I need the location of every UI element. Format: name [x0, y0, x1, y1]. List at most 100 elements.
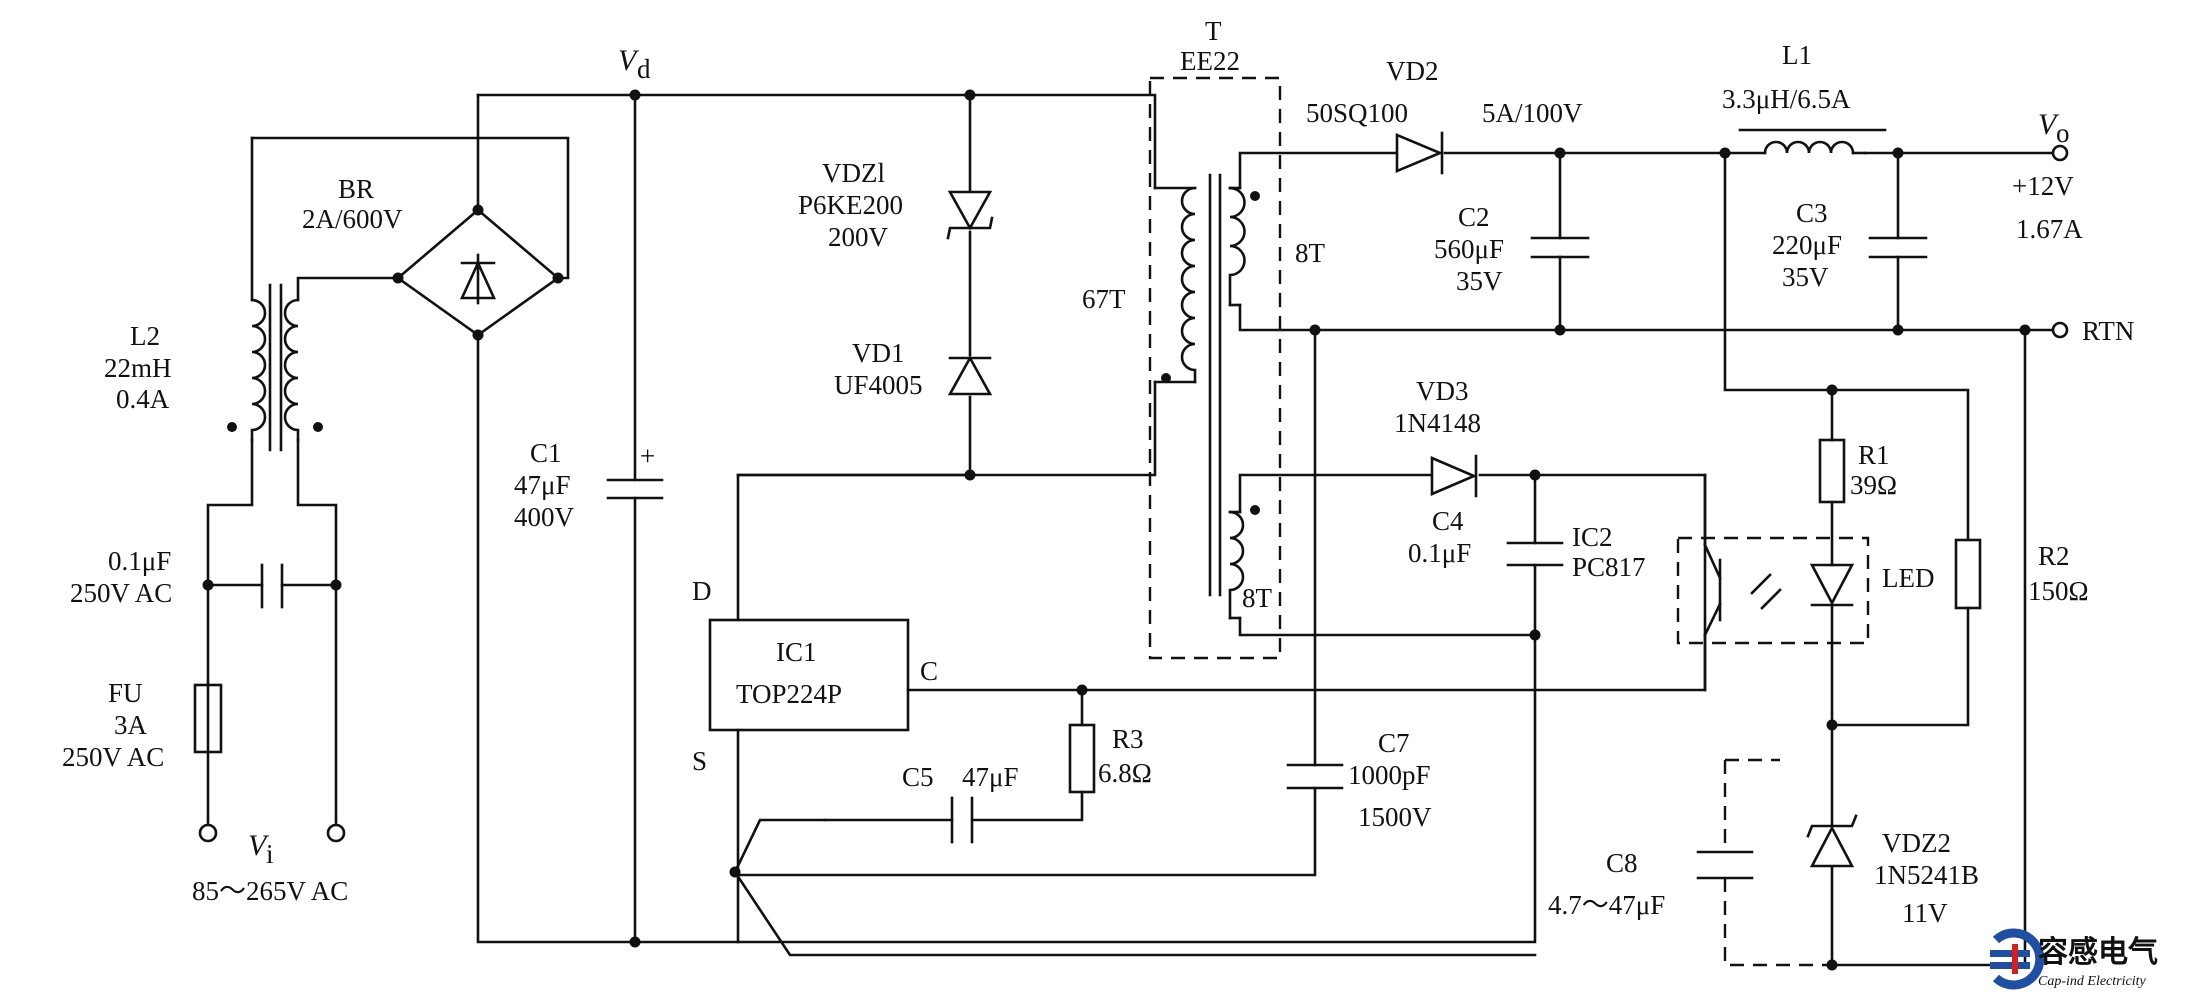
inductor-l1: L1 3.3μH/6.5A [1722, 40, 1887, 155]
vd-label: V [618, 44, 640, 77]
inductor-l2: L2 22mH 0.4A [104, 283, 323, 452]
vd1-part: UF4005 [834, 370, 923, 400]
wire-source-b [733, 870, 1537, 957]
junction-dot [629, 89, 641, 101]
input-terminals: V i 85～265V AC [192, 823, 348, 906]
c5-value: 47μF [962, 762, 1019, 792]
junction-dot [202, 579, 214, 591]
vi-label: V [248, 829, 270, 862]
resistor-r2: R2 150Ω [1954, 538, 2089, 610]
capacitor-c7: C7 1000pF 1500V [1286, 728, 1432, 832]
junction-dot [1529, 629, 1541, 641]
junction-dot [1892, 324, 1904, 336]
junction-dot [1826, 959, 1838, 971]
diode-vd3: VD3 1N4148 [1394, 376, 1481, 498]
junction-dot [1826, 719, 1838, 731]
c7-rating: 1500V [1358, 802, 1432, 832]
c1-name: C1 [530, 438, 562, 468]
ic2-name: IC2 [1572, 522, 1613, 552]
wire-l2-right-bottom [296, 438, 338, 587]
c2-name: C2 [1458, 202, 1490, 232]
output-terminals: V o +12V 1.67A RTN [2012, 108, 2134, 346]
watermark-logo: 容感电气 Cap-ind Electricity [1990, 928, 2158, 990]
ic1-pin-c: C [920, 656, 938, 686]
resistor-r3: R3 6.8Ω [1068, 723, 1152, 794]
c2-value: 560μF [1434, 234, 1504, 264]
vd-sub: d [637, 54, 651, 84]
l1-value: 3.3μH/6.5A [1722, 84, 1851, 114]
zener-vdz2: VDZ2 1N5241B 11V [1806, 814, 1979, 928]
t-primary: 67T [1082, 284, 1126, 314]
junction-dot [2019, 324, 2031, 336]
r2-name: R2 [2038, 541, 2070, 571]
c4-value: 0.1μF [1408, 538, 1471, 568]
vdz2-name: VDZ2 [1882, 828, 1951, 858]
wire-bridge-top-loop [250, 136, 570, 280]
resistor-r1: R1 39Ω [1818, 438, 1897, 504]
cx-rating: 250V AC [70, 578, 172, 608]
wire-c5-right [970, 790, 1084, 822]
fuse-fu: FU 3A 250V AC [62, 678, 223, 772]
bridge-rectifier: BR 2A/600V [302, 174, 564, 341]
ic2-led-label: LED [1882, 563, 1934, 593]
l1-name: L1 [1782, 40, 1812, 70]
vi-sub: i [266, 839, 274, 869]
c8-name: C8 [1606, 848, 1638, 878]
t-name: T [1205, 16, 1222, 46]
wire-sec-top [1238, 151, 1397, 190]
vi-range: 85～265V AC [192, 876, 348, 906]
capacitor-c8: C8 4.7～47μF [1548, 848, 1754, 920]
l2-name: L2 [130, 321, 160, 351]
junction-dot [964, 469, 976, 481]
vdz2-part: 1N5241B [1874, 860, 1979, 890]
junction-dot [1529, 469, 1541, 481]
vo-spec: +12V [2012, 171, 2074, 201]
junction-dot [330, 579, 342, 591]
wire-l2-left-bottom [206, 438, 254, 587]
t-secondary: 8T [1295, 238, 1326, 268]
wire-feedback-top [1723, 151, 1970, 542]
wire-bias-bottom [1238, 616, 1537, 637]
r3-name: R3 [1112, 724, 1144, 754]
wire-bridge-bottom [476, 333, 1537, 944]
c5-name: C5 [902, 762, 934, 792]
junction-dot [1309, 324, 1321, 336]
vdz1-rating: 200V [828, 222, 889, 252]
vd2-rating: 5A/100V [1482, 98, 1583, 128]
c1-value: 47μF [514, 470, 571, 500]
wire-bias-top [1238, 473, 1432, 514]
junction-dot [1554, 324, 1566, 336]
ic1-part: TOP224P [736, 679, 842, 709]
capacitor-logo-icon [1990, 928, 2045, 990]
r3-value: 6.8Ω [1098, 758, 1152, 788]
vdz1-part: P6KE200 [798, 190, 903, 220]
c2-rating: 35V [1456, 266, 1503, 296]
cx-value: 0.1μF [108, 546, 171, 576]
junction-dot [964, 89, 976, 101]
diode-vd2: VD2 50SQ100 5A/100V [1306, 56, 1583, 175]
capacitor-c4: C4 0.1μF [1408, 506, 1564, 568]
watermark-en: Cap-ind Electricity [2038, 974, 2146, 989]
wire-sec-bottom [1238, 303, 2057, 332]
vdz2-rating: 11V [1902, 898, 1948, 928]
capacitor-cx: 0.1μF 250V AC [70, 546, 284, 609]
transformer-t: T EE22 67T 8T 8T [1082, 16, 1326, 660]
capacitor-c5: C5 47μF [902, 762, 1019, 844]
ic2-part: PC817 [1572, 552, 1646, 582]
br-value: 2A/600V [302, 204, 403, 234]
rtn-label: RTN [2082, 316, 2134, 346]
wire-primary-drain [736, 380, 1157, 622]
ic1-pin-d: D [692, 576, 712, 606]
junction-dot [1076, 684, 1088, 696]
wire-vd-rail [476, 93, 1157, 190]
vdz1-name: VDZl [822, 158, 885, 188]
capacitor-c3: C3 220μF 35V [1772, 198, 1928, 292]
wires [206, 93, 2057, 967]
junction-dot [1892, 147, 1904, 159]
vd3-name: VD3 [1416, 376, 1469, 406]
c7-name: C7 [1378, 728, 1410, 758]
t-bias: 8T [1242, 583, 1273, 613]
fu-name: FU [108, 678, 143, 708]
capacitor-c1: + C1 47μF 400V [514, 438, 664, 532]
br-name: BR [338, 174, 374, 204]
